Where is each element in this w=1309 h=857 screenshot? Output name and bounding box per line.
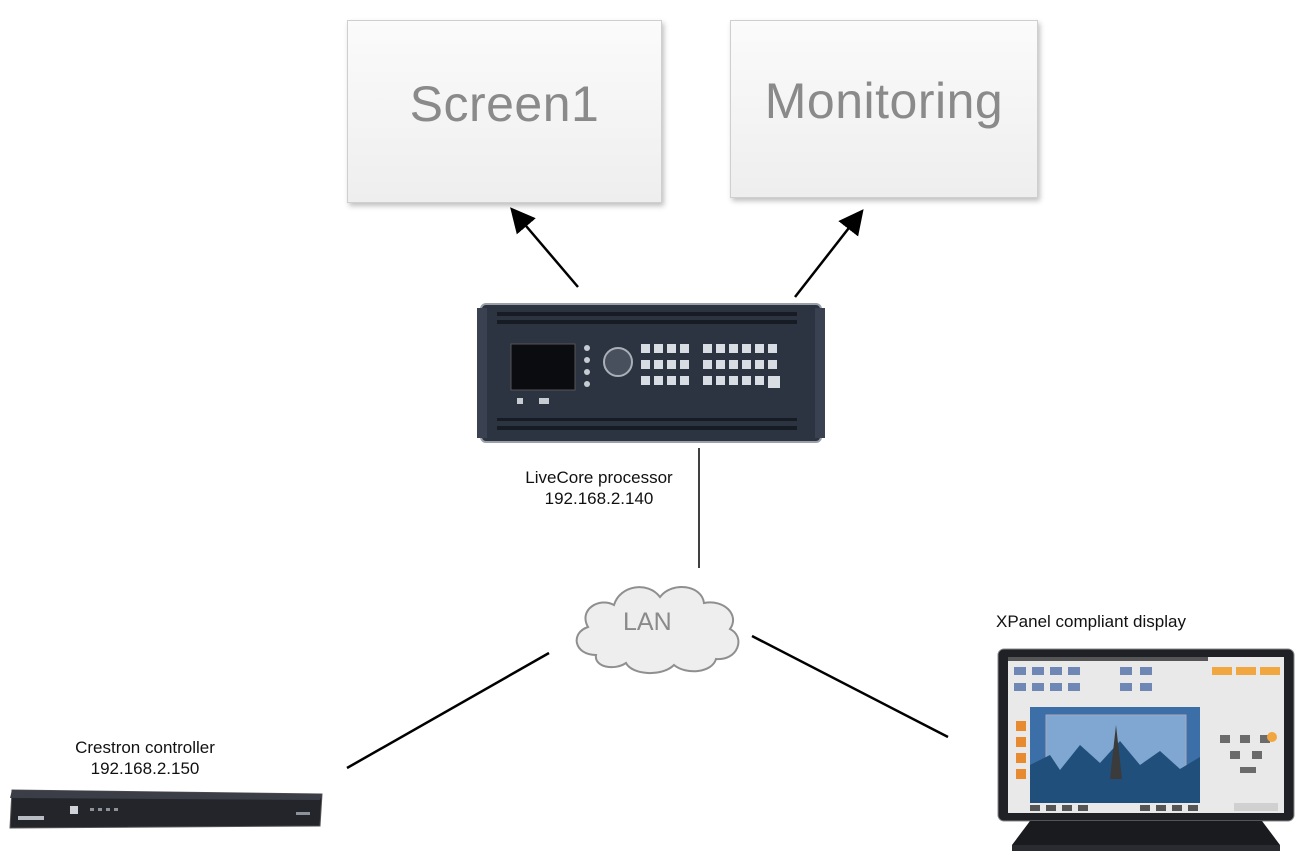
controller-ip: 192.168.2.150 <box>90 759 200 778</box>
processor-caption: LiveCore processor 192.168.2.140 <box>474 467 724 509</box>
livecore-processor-device <box>477 303 825 443</box>
monitoring-box: Monitoring <box>730 20 1038 198</box>
processor-ip: 192.168.2.140 <box>544 489 654 508</box>
controller-lan-link <box>346 651 550 770</box>
processor-name: LiveCore processor <box>525 468 673 487</box>
arrow-to-monitoring <box>794 209 864 298</box>
screen1-box: Screen1 <box>347 20 662 203</box>
lan-cloud-icon <box>575 585 740 674</box>
lan-label: LAN <box>623 608 672 636</box>
screen1-label: Screen1 <box>409 75 600 132</box>
controller-caption: Crestron controller 192.168.2.150 <box>30 737 260 779</box>
arrow-to-screen1 <box>510 207 579 288</box>
display-lan-link <box>751 634 949 739</box>
display-caption: XPanel compliant display <box>996 612 1186 631</box>
crestron-controller-device <box>9 789 323 829</box>
controller-name: Crestron controller <box>75 738 215 757</box>
xpanel-display-device <box>997 648 1295 851</box>
monitoring-label: Monitoring <box>764 73 1004 129</box>
